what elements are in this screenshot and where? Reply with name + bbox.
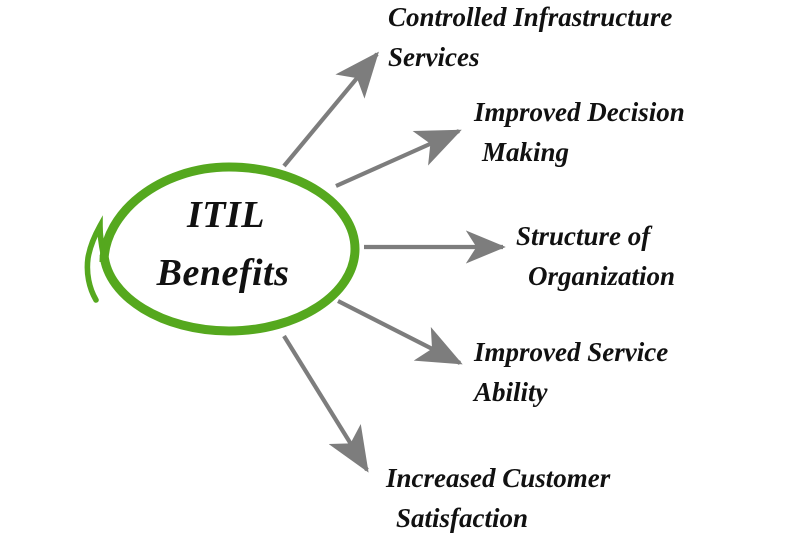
center-ellipse-shape	[84, 162, 360, 336]
arrow-to-increased-customer-satisfaction	[282, 334, 369, 473]
center-label-line2: Benefits	[156, 252, 290, 294]
branch-5-line2: Satisfaction	[396, 503, 528, 533]
branch-1-line1: Controlled Infrastructure	[388, 2, 672, 32]
branch-4-line1: Improved Service	[473, 337, 668, 367]
center-node-label: ITIL Benefits	[156, 194, 290, 294]
branch-2-line2: Making	[481, 137, 569, 167]
connector-arrows	[282, 51, 506, 473]
branch-label-structure-of-organization: Structure of Organization	[516, 221, 675, 291]
branch-3-line1: Structure of	[516, 221, 653, 251]
center-ellipse-main-stroke	[99, 162, 360, 336]
branch-5-line1: Increased Customer	[385, 463, 611, 493]
branch-1-line2: Services	[388, 42, 479, 72]
branch-label-controlled-infrastructure-services: Controlled Infrastructure Services	[388, 2, 672, 72]
center-label-line1: ITIL	[186, 194, 265, 236]
branch-4-line2: Ability	[472, 377, 549, 407]
arrow-to-improved-service-ability	[337, 299, 463, 365]
arrow-to-controlled-infrastructure-services	[282, 51, 379, 168]
branch-2-line1: Improved Decision	[473, 97, 685, 127]
branch-3-line2: Organization	[528, 261, 675, 291]
branch-label-improved-decision-making: Improved Decision Making	[473, 97, 685, 167]
center-ellipse-tail-stroke	[84, 215, 107, 303]
branch-label-improved-service-ability: Improved Service Ability	[472, 337, 668, 407]
arrow-to-improved-decision-making	[335, 129, 462, 188]
branch-label-increased-customer-satisfaction: Increased Customer Satisfaction	[385, 463, 611, 533]
